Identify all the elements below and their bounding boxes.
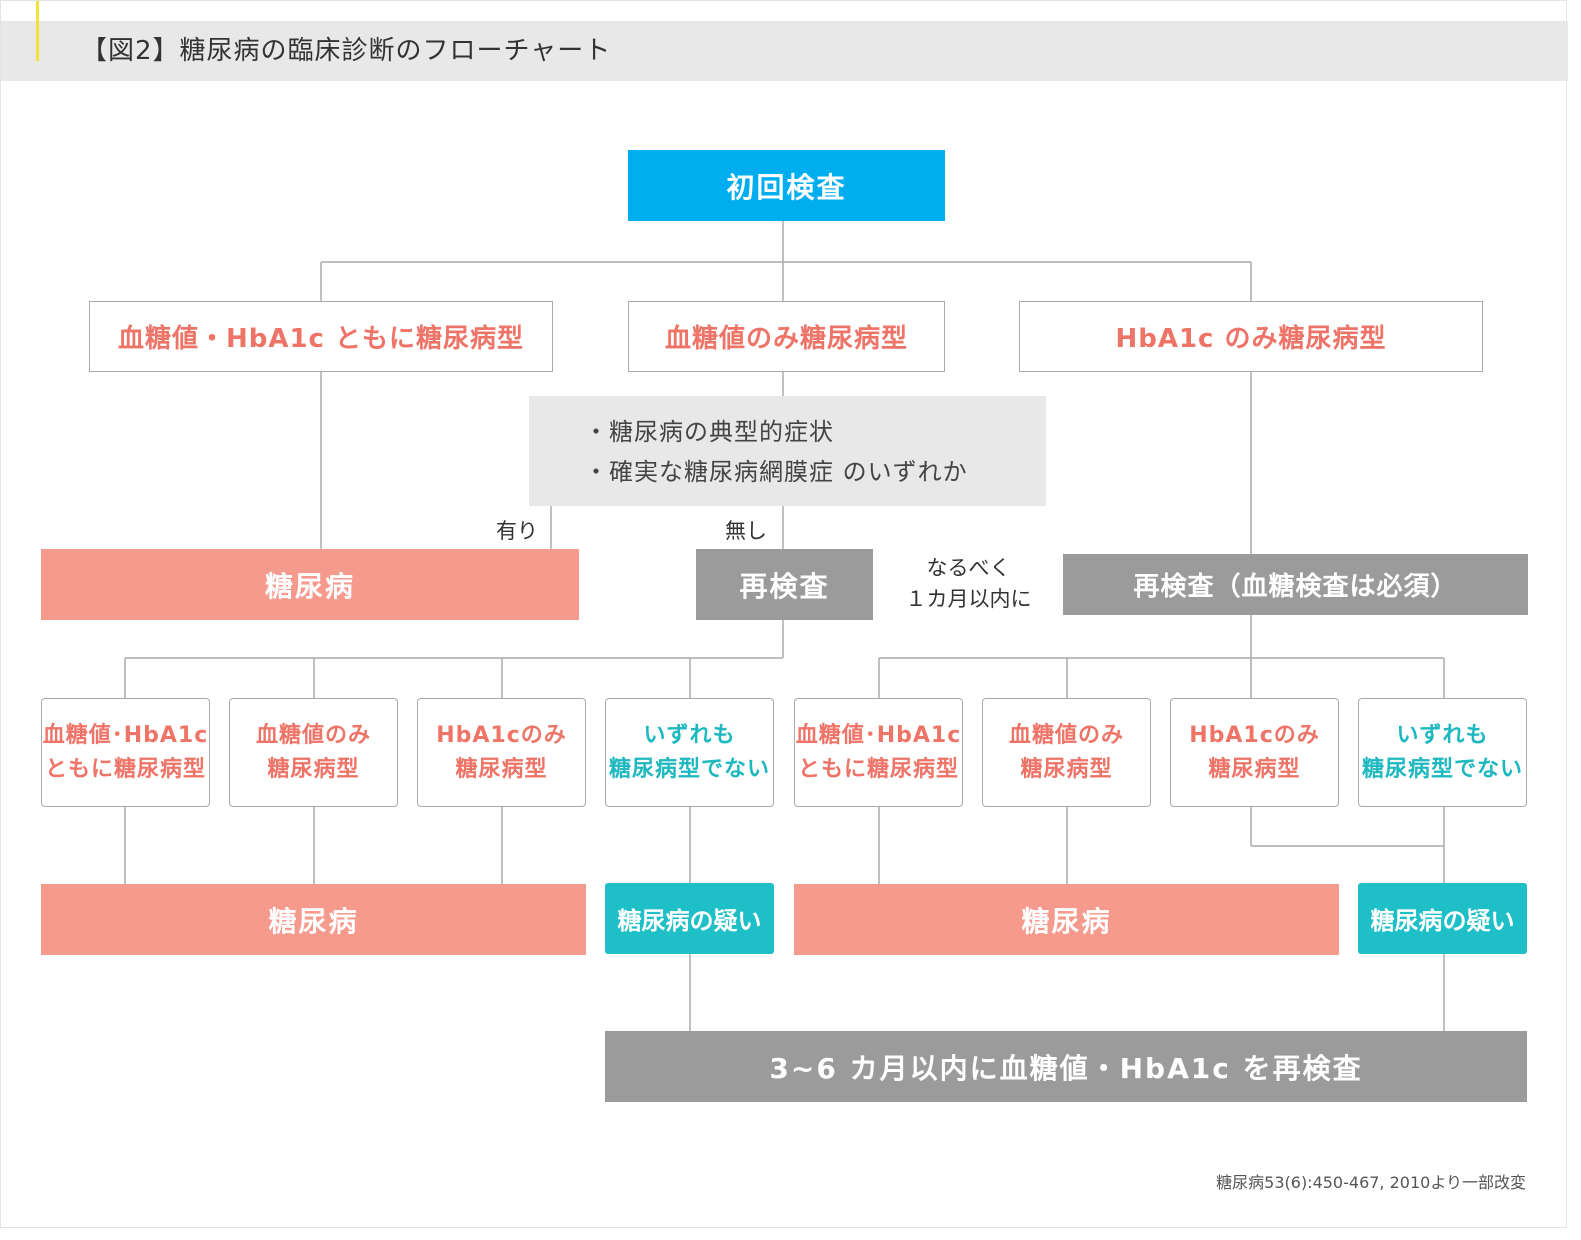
symptom-condition-box: ・糖尿病の典型的症状 ・確実な糖尿病網膜症 のいずれか — [529, 396, 1046, 506]
initial-test-box: 初回検査 — [628, 150, 945, 221]
header-bar: 【図2】糖尿病の臨床診断のフローチャート — [1, 21, 1568, 81]
left-hba1c-line-2: 糖尿病型 — [455, 756, 548, 782]
right-neither-line-2: 糖尿病型でない — [1361, 756, 1523, 782]
diabetes-result-box-3: 糖尿病 — [794, 884, 1339, 955]
left-neither-box: いずれも 糖尿病型でない — [605, 698, 774, 807]
right-neither-box: いずれも 糖尿病型でない — [1358, 698, 1527, 807]
right-hba1c-line-2: 糖尿病型 — [1208, 756, 1301, 782]
left-both-line-1: 血糖値･HbA1c — [42, 722, 209, 748]
retest-timing-note: なるべく １カ月以内に — [881, 553, 1056, 615]
hba1c-only-diabetic-type-box: HbA1c のみ糖尿病型 — [1019, 301, 1483, 372]
right-both-diabetic-type-box: 血糖値･HbA1c ともに糖尿病型 — [794, 698, 963, 807]
left-both-diabetic-type-box: 血糖値･HbA1c ともに糖尿病型 — [41, 698, 210, 807]
final-retest-box: 3~6 カ月以内に血糖値・HbA1c を再検査 — [605, 1031, 1527, 1102]
glucose-only-diabetic-type-box: 血糖値のみ糖尿病型 — [628, 301, 945, 372]
right-hba1c-only-box: HbA1cのみ 糖尿病型 — [1170, 698, 1339, 807]
left-hba1c-line-1: HbA1cのみ — [436, 722, 567, 748]
left-both-line-2: ともに糖尿病型 — [44, 756, 206, 782]
retest-box: 再検査 — [696, 549, 873, 620]
suspected-diabetes-box-left: 糖尿病の疑い — [605, 883, 774, 954]
right-glucose-line-2: 糖尿病型 — [1020, 756, 1113, 782]
diabetes-result-box-2: 糖尿病 — [41, 884, 586, 955]
left-neither-line-1: いずれも — [643, 722, 736, 748]
suspected-diabetes-box-right: 糖尿病の疑い — [1358, 883, 1527, 954]
condition-line-2: ・確実な糖尿病網膜症 のいずれか — [584, 458, 968, 486]
branch-no-label: 無し — [725, 519, 767, 543]
right-glucose-line-1: 血糖値のみ — [1008, 722, 1124, 748]
right-both-line-1: 血糖値･HbA1c — [795, 722, 962, 748]
retest-note-line-2: １カ月以内に — [905, 587, 1032, 611]
diabetes-result-box-1: 糖尿病 — [41, 549, 579, 620]
left-glucose-line-2: 糖尿病型 — [267, 756, 360, 782]
condition-line-1: ・糖尿病の典型的症状 — [584, 418, 834, 446]
accent-line — [36, 1, 39, 61]
retest-required-box: 再検査（血糖検査は必須） — [1063, 554, 1528, 615]
both-diabetic-type-box: 血糖値・HbA1c ともに糖尿病型 — [89, 301, 553, 372]
right-both-line-2: ともに糖尿病型 — [797, 756, 959, 782]
page-title: 【図2】糖尿病の臨床診断のフローチャート — [81, 36, 612, 66]
left-glucose-line-1: 血糖値のみ — [255, 722, 371, 748]
left-hba1c-only-box: HbA1cのみ 糖尿病型 — [417, 698, 586, 807]
retest-note-line-1: なるべく — [926, 556, 1011, 580]
source-footnote: 糖尿病53(6):450-467, 2010より一部改変 — [1216, 1173, 1526, 1192]
left-neither-line-2: 糖尿病型でない — [608, 756, 770, 782]
branch-yes-label: 有り — [496, 519, 538, 543]
right-glucose-only-box: 血糖値のみ 糖尿病型 — [982, 698, 1151, 807]
right-neither-line-1: いずれも — [1396, 722, 1489, 748]
right-hba1c-line-1: HbA1cのみ — [1189, 722, 1320, 748]
left-glucose-only-box: 血糖値のみ 糖尿病型 — [229, 698, 398, 807]
